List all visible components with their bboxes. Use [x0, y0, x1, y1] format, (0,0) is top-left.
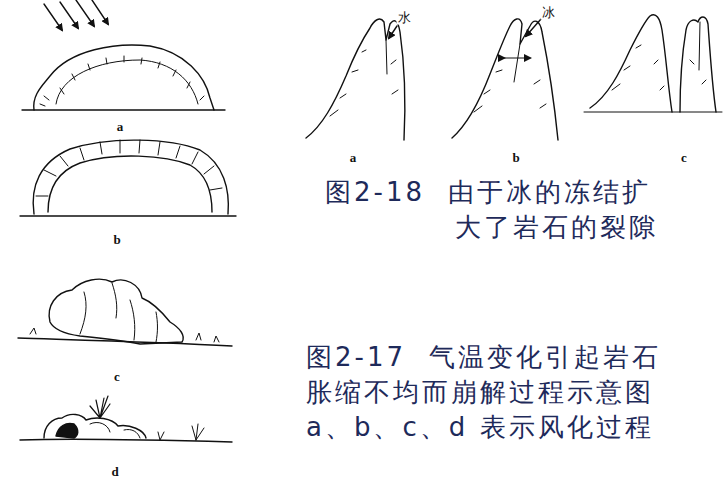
caption-note: a、b、c、d 表示风化过程 — [306, 410, 654, 445]
panel-letter: c — [681, 151, 687, 165]
water-label: 水 — [397, 10, 412, 25]
rock-dome-a — [22, 45, 225, 110]
panel-letter: a — [117, 120, 124, 134]
split-peak-c — [584, 15, 722, 112]
rock-dome-b — [20, 140, 236, 216]
crack-peak-b — [452, 19, 558, 140]
sun-ray-arrows — [44, 0, 108, 30]
panel-letter: b — [113, 233, 120, 247]
panel-letter: c — [114, 370, 120, 384]
figure-caption: 图2-17 气温变化引起岩石胀缩不均而崩解过程示意图 — [306, 340, 676, 410]
rock-blocks-c — [18, 279, 232, 346]
panel-letter: a — [350, 151, 357, 165]
panel-letter: b — [512, 151, 519, 165]
figure-caption: 图2-18 由于冰的冻结扩大了岩石的裂隙 — [325, 175, 673, 245]
rubble-d — [20, 396, 232, 442]
crack-peak-a — [306, 19, 405, 140]
panel-letter: d — [111, 465, 118, 479]
ice-label: 冰 — [541, 5, 556, 20]
